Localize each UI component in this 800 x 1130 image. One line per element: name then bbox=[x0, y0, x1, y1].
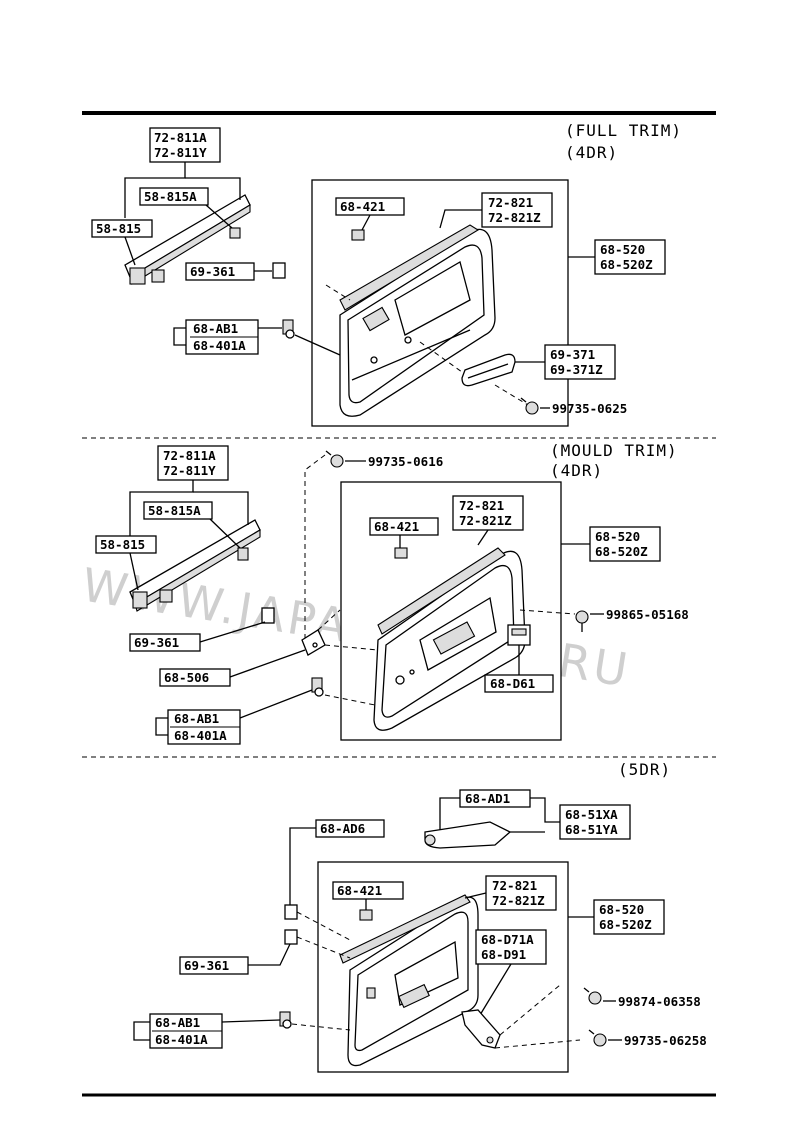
label-69-361: 69-361 bbox=[190, 264, 235, 279]
clip-68-ad6 bbox=[284, 904, 298, 920]
door-trim-panel bbox=[339, 894, 479, 1067]
label-68-51ya: 68-51YA bbox=[565, 822, 618, 837]
label-72-811y: 72-811Y bbox=[154, 145, 207, 160]
label-99735-0625: 99735-0625 bbox=[552, 401, 627, 416]
clip-69-361 bbox=[284, 929, 298, 945]
label-72-811y: 72-811Y bbox=[163, 463, 216, 478]
label-58-815: 58-815 bbox=[100, 537, 145, 552]
label-68-421: 68-421 bbox=[340, 199, 385, 214]
label-72-821z: 72-821Z bbox=[492, 893, 545, 908]
label-68-506: 68-506 bbox=[164, 670, 209, 685]
label-58-815a: 58-815A bbox=[148, 503, 201, 518]
section-subtitle: (4DR) bbox=[550, 461, 603, 480]
label-72-821z: 72-821Z bbox=[488, 210, 541, 225]
label-box-68-506 bbox=[159, 668, 231, 687]
clip-68-421 bbox=[394, 547, 408, 559]
label-58-815a: 58-815A bbox=[144, 189, 197, 204]
label-68-d91: 68-D91 bbox=[481, 947, 526, 962]
screw-99735-0625 bbox=[520, 397, 539, 415]
label-72-811a: 72-811A bbox=[163, 448, 216, 463]
pull-handle-68-d61 bbox=[507, 624, 531, 646]
label-68-ab1: 68-AB1 bbox=[155, 1015, 200, 1030]
label-box-58-815 bbox=[95, 535, 157, 554]
label-99874-06358: 99874-06358 bbox=[618, 994, 701, 1009]
label-72-821: 72-821 bbox=[459, 498, 504, 513]
label-68-520z: 68-520Z bbox=[595, 544, 648, 559]
label-69-371: 69-371 bbox=[550, 347, 595, 362]
label-68-51xa: 68-51XA bbox=[565, 807, 618, 822]
label-68-d61: 68-D61 bbox=[490, 676, 535, 691]
label-68-421: 68-421 bbox=[337, 883, 382, 898]
label-box-68-520 bbox=[594, 239, 666, 275]
label-68-ad6: 68-AD6 bbox=[320, 821, 365, 836]
label-68-520: 68-520 bbox=[595, 529, 640, 544]
label-68-ab1: 68-AB1 bbox=[193, 321, 238, 336]
clip-69-361 bbox=[272, 262, 286, 279]
section-5dr: (5DR) 68-AD1 68-51XA 68-51YA 68-AD6 68- bbox=[133, 760, 707, 1073]
screw-99735-0616 bbox=[325, 450, 344, 468]
clip-68-ab1 bbox=[279, 1011, 292, 1029]
label-68-520: 68-520 bbox=[599, 902, 644, 917]
screw-99874-06358 bbox=[583, 987, 602, 1005]
screw-99865-05168 bbox=[575, 610, 589, 632]
label-99735-0616: 99735-0616 bbox=[368, 454, 443, 469]
label-box-58-815 bbox=[91, 219, 153, 238]
label-69-371z: 69-371Z bbox=[550, 362, 603, 377]
label-99865-05168: 99865-05168 bbox=[606, 607, 689, 622]
armrest-69-371 bbox=[461, 353, 516, 387]
label-68-421: 68-421 bbox=[374, 519, 419, 534]
screw-99735-06258 bbox=[588, 1029, 607, 1047]
label-69-361: 69-361 bbox=[184, 958, 229, 973]
label-68-401a: 68-401A bbox=[193, 338, 246, 353]
clip-68-421 bbox=[359, 909, 373, 921]
label-box-68-d71a bbox=[475, 929, 547, 965]
label-72-821: 72-821 bbox=[492, 878, 537, 893]
label-box-72-821 bbox=[485, 875, 557, 911]
label-68-520z: 68-520Z bbox=[599, 917, 652, 932]
label-68-d71a: 68-D71A bbox=[481, 932, 534, 947]
clip-68-ab1 bbox=[311, 677, 324, 697]
speaker-grille-68-51x bbox=[424, 821, 512, 849]
section-title: (FULL TRIM) bbox=[565, 121, 682, 140]
label-box-58-815a bbox=[139, 187, 209, 206]
label-box-58-815a bbox=[143, 501, 213, 520]
clip-68-ab1 bbox=[282, 319, 295, 339]
clip-68-421 bbox=[351, 229, 365, 241]
label-72-821z: 72-821Z bbox=[459, 513, 512, 528]
section-full-trim-4dr: (FULL TRIM) (4DR) 72-811A 72-811Y 58-815… bbox=[91, 121, 682, 427]
label-99735-06258: 99735-06258 bbox=[624, 1033, 707, 1048]
section-subtitle: (4DR) bbox=[565, 143, 618, 162]
label-69-361: 69-361 bbox=[134, 635, 179, 650]
label-68-520z: 68-520Z bbox=[600, 257, 653, 272]
label-72-811a: 72-811A bbox=[154, 130, 207, 145]
section-title: (MOULD TRIM) bbox=[550, 441, 678, 460]
label-58-815: 58-815 bbox=[96, 221, 141, 236]
label-68-401a: 68-401A bbox=[174, 728, 227, 743]
label-68-520: 68-520 bbox=[600, 242, 645, 257]
door-trim-panel bbox=[339, 224, 496, 417]
window-moulding-part bbox=[129, 519, 261, 612]
label-68-ab1: 68-AB1 bbox=[174, 711, 219, 726]
section-mould-trim-4dr: (MOULD TRIM) (4DR) 72-811A 72-811Y 58-81… bbox=[95, 441, 689, 745]
label-box-68-520 bbox=[593, 899, 665, 935]
label-72-821: 72-821 bbox=[488, 195, 533, 210]
label-box-72-821 bbox=[452, 495, 524, 531]
section-title: (5DR) bbox=[618, 760, 671, 779]
clip-69-361 bbox=[261, 607, 275, 624]
label-box-68-421 bbox=[332, 881, 404, 900]
label-68-ad1: 68-AD1 bbox=[465, 791, 510, 806]
label-68-401a: 68-401A bbox=[155, 1032, 208, 1047]
label-box-68-421 bbox=[369, 517, 439, 536]
label-box-69-361 bbox=[129, 633, 201, 652]
